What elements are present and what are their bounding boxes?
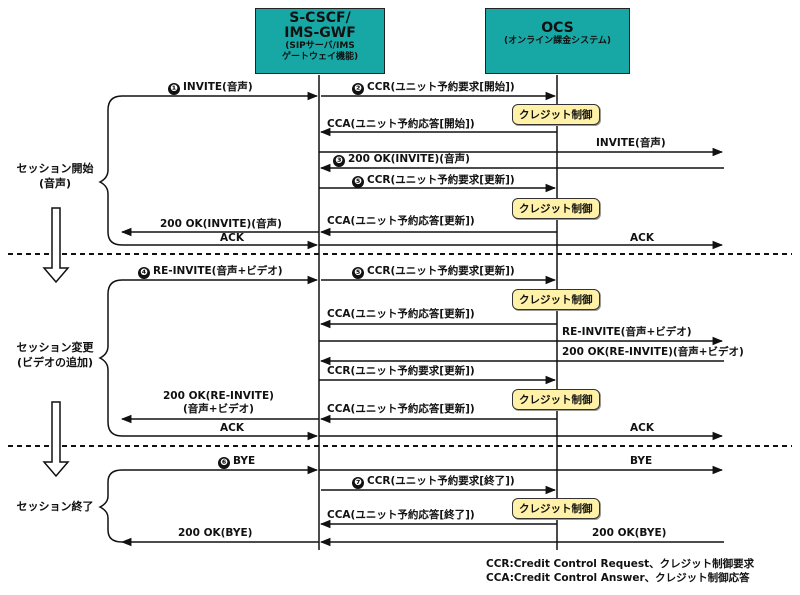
step-text: BYE <box>233 455 256 467</box>
phase-start-line2: (音声) <box>38 177 72 190</box>
phase-end-line1: セッション終了 <box>16 500 94 513</box>
ocs-title: OCS <box>541 20 574 36</box>
step-number: ❻ <box>218 457 230 469</box>
phase-change-line1: セッション変更 <box>16 341 94 354</box>
phase-brace <box>98 469 123 543</box>
phase-change-label: セッション変更 (ビデオの追加) <box>10 340 100 370</box>
step-text: INVITE(音声) <box>183 81 253 93</box>
step-number: ❷ <box>352 83 364 95</box>
cscf-node: S-CSCF/ IMS-GWF (SIPサーバ/IMS ゲートウェイ機能) <box>255 8 385 74</box>
step-text: CCR(ユニット予約要求[終了]) <box>367 475 515 487</box>
ok-bye-left-label: 200 OK(BYE) <box>178 527 253 539</box>
step-number: ❺ <box>352 267 364 279</box>
cca-start-label: CCA(ユニット予約応答[開始]) <box>327 118 475 130</box>
phase-start-line1: セッション開始 <box>16 162 94 175</box>
step-number: ❼ <box>352 477 364 489</box>
invite-right-label: INVITE(音声) <box>596 137 666 149</box>
credit-control-badge: クレジット制御 <box>512 389 600 410</box>
ocs-subtitle: (オンライン課金システム) <box>504 36 611 46</box>
ccr-update3-label: CCR(ユニット予約要求[更新]) <box>327 365 475 377</box>
phase-change-line2: (ビデオの追加) <box>16 356 94 369</box>
step-number: ❸ <box>333 155 345 167</box>
ack-left-label: ACK <box>220 422 244 434</box>
credit-control-badge: クレジット制御 <box>512 498 600 519</box>
ok-invite-left-label: 200 OK(INVITE)(音声) <box>160 218 282 230</box>
phase-arrow <box>42 401 70 478</box>
ok-reinvite-right-label: 200 OK(RE-INVITE)(音声+ビデオ) <box>562 346 744 358</box>
step-text: CCR(ユニット予約要求[開始]) <box>367 81 515 93</box>
cscf-subtitle-1: (SIPサーバ/IMS <box>285 41 355 51</box>
cca-end-label: CCA(ユニット予約応答[終了]) <box>327 509 475 521</box>
cca-update1-label: CCA(ユニット予約応答[更新]) <box>327 215 475 227</box>
ack-right-label: ACK <box>630 232 654 244</box>
reinvite-right-label: RE-INVITE(音声+ビデオ) <box>562 326 692 338</box>
step-number: ❺ <box>352 176 364 188</box>
step-number: ❹ <box>138 267 150 279</box>
cscf-title-2: IMS-GWF <box>284 25 356 41</box>
cscf-subtitle-2: ゲートウェイ機能) <box>281 52 359 62</box>
legend-ccr: CCR:Credit Control Request、クレジット制御要求 <box>486 558 755 570</box>
ok-bye-right-label: 200 OK(BYE) <box>592 527 667 539</box>
step-text: 200 OK(INVITE)(音声) <box>348 153 470 165</box>
credit-control-badge: クレジット制御 <box>512 198 600 219</box>
phase-brace <box>98 95 123 246</box>
legend-cca: CCA:Credit Control Answer、クレジット制御応答 <box>486 572 750 584</box>
ok-reinvite-left-label-2: (音声+ビデオ) <box>183 403 254 415</box>
cca-update3-label: CCA(ユニット予約応答[更新]) <box>327 403 475 415</box>
step-text: CCR(ユニット予約要求[更新]) <box>367 265 515 277</box>
ack-left-label: ACK <box>220 232 244 244</box>
cca-update2-label: CCA(ユニット予約応答[更新]) <box>327 308 475 320</box>
step-text: RE-INVITE(音声+ビデオ) <box>153 265 283 277</box>
ok-reinvite-left-label-1: 200 OK(RE-INVITE) <box>163 390 274 402</box>
phase-arrow <box>42 207 70 284</box>
phase-brace <box>98 279 123 437</box>
step-number: ❶ <box>168 83 180 95</box>
cscf-title-1: S-CSCF/ <box>289 10 351 26</box>
step-text: CCR(ユニット予約要求[更新]) <box>367 174 515 186</box>
phase-start-label: セッション開始 (音声) <box>10 161 100 191</box>
credit-control-badge: クレジット制御 <box>512 104 600 125</box>
bye-right-label: BYE <box>630 455 653 467</box>
legend: CCR:Credit Control Request、クレジット制御要求 CCA… <box>486 557 754 585</box>
phase-end-label: セッション終了 <box>10 499 100 514</box>
ocs-node: OCS (オンライン課金システム) <box>485 8 630 74</box>
ack-right-label: ACK <box>630 422 654 434</box>
credit-control-badge: クレジット制御 <box>512 289 600 310</box>
